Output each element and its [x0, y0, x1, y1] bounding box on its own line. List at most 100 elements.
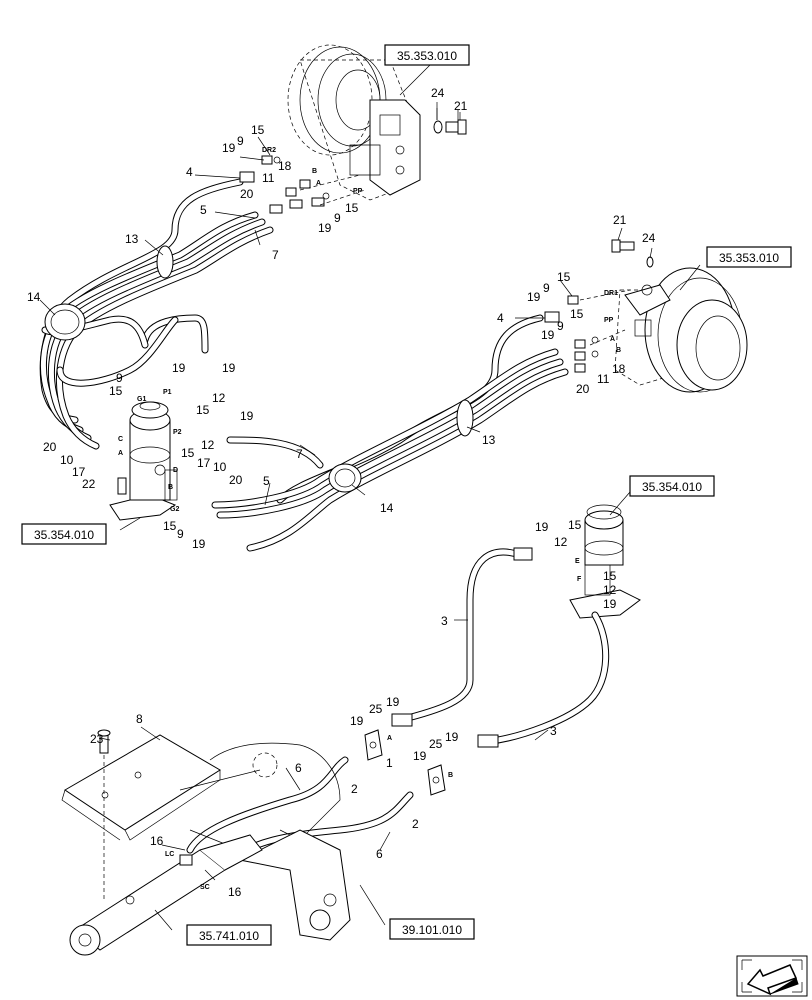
callout: 9: [237, 134, 244, 148]
callout: A: [610, 336, 615, 343]
callout: B: [616, 347, 621, 354]
callout: 1: [386, 756, 393, 770]
callout: P2: [173, 429, 182, 436]
hose-bundle-right: [211, 314, 569, 552]
callout: 22: [82, 477, 96, 491]
travel-motor-right: [614, 267, 748, 393]
callout: 3: [441, 614, 448, 628]
callout-labels: 24 21 15 9 19 DR2 4 18 11 B A 20 5 9 15 …: [27, 86, 656, 899]
callout: 5: [200, 203, 207, 217]
ref-box-motor-top[interactable]: 35.353.010: [384, 44, 470, 66]
callout: 19: [445, 730, 459, 744]
callout: 4: [186, 165, 193, 179]
callout: SC: [200, 884, 210, 891]
callout: 14: [380, 501, 394, 515]
callout: 6: [295, 761, 302, 775]
hose-3-pair: [391, 547, 610, 748]
callout: 24: [642, 231, 656, 245]
callout: 6: [376, 847, 383, 861]
ref-cylinder-label: 35.741.010: [199, 929, 259, 943]
callout: 9: [116, 371, 123, 385]
bolt-21-24-right: [611, 227, 654, 268]
callout: 11: [262, 171, 275, 185]
callout: 14: [27, 290, 41, 304]
callout: 12: [603, 583, 617, 597]
callout: G2: [170, 506, 179, 513]
callout: 9: [177, 527, 184, 541]
callout: LC: [165, 851, 174, 858]
ref-box-motor-right[interactable]: 35.353.010: [706, 246, 792, 268]
callout: 19: [240, 409, 254, 423]
next-page-arrow-icon[interactable]: [736, 955, 808, 997]
hydraulic-cylinder: [69, 834, 263, 956]
callout: A: [387, 735, 392, 742]
callout: 10: [60, 453, 74, 467]
callout: 24: [431, 86, 445, 100]
callout: 19: [222, 141, 236, 155]
callout: 2: [351, 782, 358, 796]
callout: 16: [150, 834, 164, 848]
callout: 25: [429, 737, 443, 751]
callout: 15: [251, 123, 265, 137]
callout: 17: [72, 465, 86, 479]
callout: B: [448, 772, 453, 779]
callout: 19: [172, 361, 186, 375]
callout: 15: [568, 518, 582, 532]
callout: F: [577, 576, 582, 583]
callout: 19: [222, 361, 236, 375]
callout: B: [312, 168, 317, 175]
callout: 19: [318, 221, 332, 235]
callout: 19: [603, 597, 617, 611]
callout: 19: [386, 695, 400, 709]
callout: 17: [197, 456, 211, 470]
callout: 15: [109, 384, 123, 398]
callout: DR1: [604, 290, 618, 297]
ref-motor-right-label: 35.353.010: [719, 251, 779, 265]
callout: 19: [192, 537, 206, 551]
callout: 9: [334, 211, 341, 225]
callout: 12: [201, 438, 215, 452]
callout: 23: [90, 732, 104, 746]
ref-box-cylinder[interactable]: 35.741.010: [186, 924, 272, 946]
callout: 19: [413, 749, 427, 763]
callout: 15: [345, 201, 359, 215]
bracket-25-a: [364, 729, 383, 761]
callout: 11: [597, 372, 610, 386]
ref-frame-label: 39.101.010: [402, 923, 462, 937]
callout: 20: [576, 382, 590, 396]
callout: C: [118, 436, 123, 443]
callout: A: [118, 450, 123, 457]
callout: 9: [557, 319, 564, 333]
callout: 12: [212, 391, 226, 405]
callout: B: [168, 484, 173, 491]
callout: 7: [296, 447, 303, 461]
callout: 15: [603, 569, 617, 583]
hose-bundle-main: [39, 178, 274, 450]
callout: 15: [163, 519, 177, 533]
callout: 5: [263, 474, 270, 488]
callout: D: [173, 467, 178, 474]
callout: 15: [196, 403, 210, 417]
callout: PP: [353, 188, 363, 195]
callout: 3: [550, 724, 557, 738]
ref-swivel-right-label: 35.354.010: [642, 480, 702, 494]
callout: 20: [229, 473, 243, 487]
callout: 19: [541, 328, 555, 342]
callout: 8: [136, 712, 143, 726]
ref-box-swivel-right[interactable]: 35.354.010: [629, 475, 715, 497]
callout: 13: [125, 232, 139, 246]
callout: 4: [497, 311, 504, 325]
callout: E: [575, 558, 580, 565]
callout: 18: [278, 159, 292, 173]
callout: 13: [482, 433, 496, 447]
ref-box-frame[interactable]: 39.101.010: [389, 918, 475, 940]
travel-motor-top: [287, 44, 421, 201]
boom-frame: [179, 742, 351, 941]
ref-box-swivel-left[interactable]: 35.354.010: [21, 523, 107, 545]
callout: 7: [272, 248, 279, 262]
callout: 15: [570, 307, 584, 321]
callout: A: [316, 180, 321, 187]
callout: P1: [163, 389, 172, 396]
swivel-joint-right: [569, 504, 641, 619]
